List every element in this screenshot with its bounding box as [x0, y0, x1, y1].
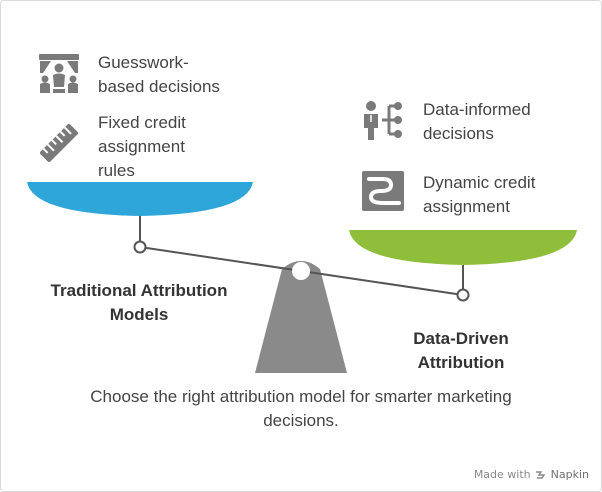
left-item-guesswork-text: Guesswork-based decisions	[98, 53, 220, 96]
watermark-brand: Napkin	[550, 468, 589, 481]
caption-text: Choose the right attribution model for s…	[90, 387, 512, 430]
person-network-icon	[364, 101, 402, 140]
napkin-logo-icon	[535, 470, 545, 479]
watermark-prefix: Made with	[473, 468, 531, 481]
left-pan	[27, 182, 253, 216]
fulcrum	[255, 261, 347, 373]
winding-road-icon	[362, 171, 404, 211]
right-pivot-point	[456, 288, 470, 302]
right-pan	[349, 230, 577, 265]
napkin-watermark: Made with Napkin	[474, 468, 589, 481]
audience-icon	[39, 54, 79, 93]
ruler-icon	[40, 124, 78, 162]
pivot-circle	[292, 262, 310, 280]
left-pivot-point	[133, 240, 147, 254]
